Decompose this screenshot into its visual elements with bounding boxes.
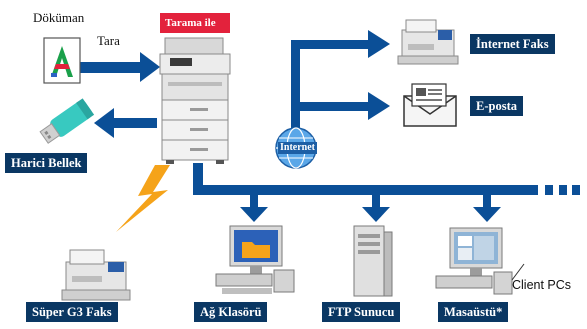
- email-line: [291, 102, 371, 111]
- arrow-to-desktop: [473, 207, 501, 222]
- drop-desktop: [483, 195, 491, 209]
- scan-to-badge: Tarama ile: [160, 13, 230, 33]
- arrowheads: [240, 30, 501, 222]
- network-folder-badge: Ağ Klasörü: [194, 302, 268, 322]
- ftp-server-badge: FTP Sunucu: [322, 302, 401, 322]
- internet-branch-line: [291, 40, 300, 145]
- client-pcs-label: Client PCs: [512, 278, 572, 292]
- internet-fax-line: [291, 40, 371, 49]
- arrow-to-network-folder: [240, 207, 268, 222]
- lightning-icon: [116, 165, 170, 232]
- network-lines: [193, 40, 580, 209]
- arrow-to-ftp: [362, 207, 390, 222]
- internet-fax-badge: İnternet Faks: [470, 34, 555, 54]
- lan-bus-dot: [545, 185, 553, 195]
- super-g3-fax-badge: Süper G3 Faks: [26, 302, 118, 322]
- usb-memory-badge: Harici Bellek: [5, 153, 88, 173]
- super-g3-fax-icon: [61, 249, 131, 301]
- arrow-to-internet-fax: [368, 30, 390, 58]
- ftp-server-icon: [353, 225, 393, 297]
- lan-bus-line: [193, 185, 538, 195]
- desktop-badge: Masaüstü*: [438, 302, 509, 322]
- mfp-icon: [159, 37, 231, 164]
- internet-fax-icon: [397, 19, 459, 65]
- internet-globe-label: Internet: [278, 142, 317, 154]
- network-folder-pc-icon: [215, 225, 295, 294]
- lan-bus-dot: [559, 185, 567, 195]
- drop-network-folder: [250, 195, 258, 209]
- desktop-pc-icon: [435, 227, 525, 295]
- document-label: Döküman: [33, 10, 85, 25]
- arrow-to-email: [368, 92, 390, 120]
- scan-arrow: [80, 52, 160, 82]
- mfp-trunk-line: [193, 163, 203, 193]
- lan-bus-dot: [572, 185, 580, 195]
- email-envelope-icon: [403, 83, 457, 127]
- drop-ftp-server: [372, 195, 380, 209]
- document-icon: [43, 37, 81, 84]
- usb-memory-icon: [39, 98, 95, 144]
- usb-arrow: [94, 108, 157, 138]
- email-badge: E-posta: [470, 96, 523, 116]
- scan-label: Tara: [97, 33, 120, 48]
